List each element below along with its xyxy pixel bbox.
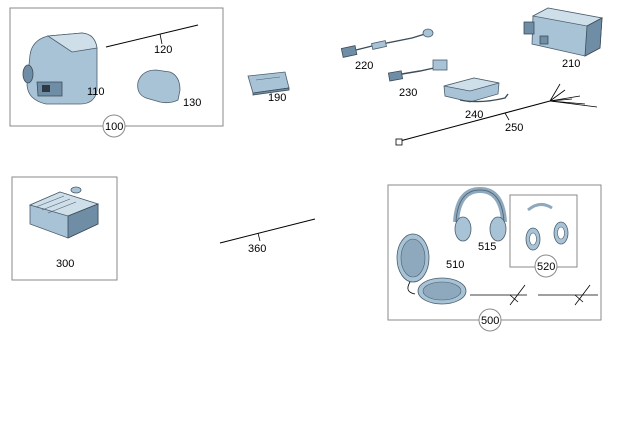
label-500: 500	[481, 315, 499, 327]
cable-230[interactable]	[387, 59, 448, 82]
headphone-case-510[interactable]	[396, 233, 467, 305]
cable-120[interactable]	[105, 24, 199, 48]
harness-250[interactable]	[395, 83, 598, 146]
label-230: 230	[399, 87, 417, 99]
callout-500	[478, 308, 502, 332]
cable-220[interactable]	[340, 28, 434, 58]
label-250: 250	[505, 122, 523, 134]
label-515: 515	[478, 241, 496, 253]
label-240: 240	[465, 109, 483, 121]
label-120: 120	[154, 44, 172, 56]
label-300: 300	[56, 258, 74, 270]
group-100: 120 110 130 100	[9, 7, 224, 138]
label-210: 210	[562, 58, 580, 70]
headphones-515[interactable]	[453, 186, 507, 242]
card-190[interactable]	[247, 71, 290, 96]
camera-110[interactable]	[22, 32, 98, 105]
callout-520	[534, 254, 558, 278]
module-210[interactable]	[523, 7, 604, 57]
wire-b[interactable]	[538, 284, 598, 306]
module-300[interactable]	[28, 186, 100, 239]
group-300: 300	[11, 176, 118, 281]
callout-100	[102, 114, 126, 138]
label-100: 100	[105, 121, 123, 133]
label-520: 520	[537, 261, 555, 273]
ear-pads-520[interactable]	[525, 203, 569, 251]
label-220: 220	[355, 60, 373, 72]
adapter-240[interactable]	[443, 77, 509, 103]
pad-130[interactable]	[137, 69, 181, 104]
group-500: 510 515 520	[387, 184, 602, 332]
label-130: 130	[183, 97, 201, 109]
leader-120	[159, 33, 163, 45]
wire-a[interactable]	[470, 284, 527, 306]
label-510: 510	[446, 259, 464, 271]
label-360: 360	[248, 243, 266, 255]
group-300-frame	[11, 176, 118, 281]
label-110: 110	[87, 86, 105, 98]
label-190: 190	[268, 92, 286, 104]
cable-360[interactable]	[219, 218, 316, 244]
